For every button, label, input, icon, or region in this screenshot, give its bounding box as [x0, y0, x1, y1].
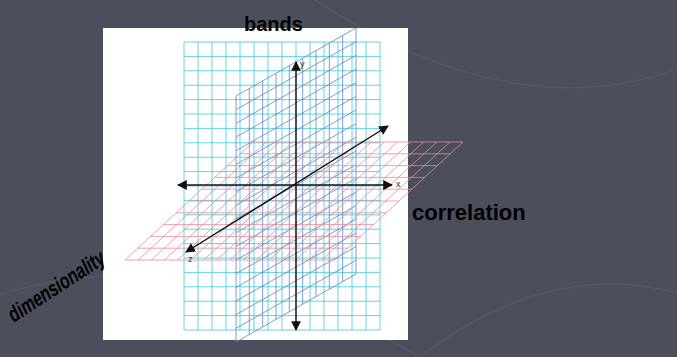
grid-line: [184, 171, 380, 172]
grid-line: [184, 42, 380, 43]
grid-line: [176, 212, 386, 213]
grid-line: [184, 128, 380, 129]
grid-line: [184, 56, 380, 57]
grid-line: [184, 301, 380, 302]
axes: [178, 62, 392, 330]
grid-line: [184, 229, 380, 230]
grid-line: [184, 272, 380, 273]
axis-letter: z: [188, 255, 193, 264]
axis-letter: x: [396, 180, 401, 189]
axis-title: dimensionality: [4, 247, 109, 326]
grid-line: [151, 236, 361, 237]
grid-line: [189, 201, 399, 202]
grid-line: [138, 248, 348, 249]
axis-letter: y: [300, 60, 305, 69]
grid-line: [163, 224, 373, 225]
grid-line: [215, 177, 425, 178]
xy-plane: [184, 42, 380, 330]
grid-line: [184, 243, 380, 244]
grid-line: [184, 330, 380, 331]
grid-line: [227, 165, 437, 166]
grid-line: [253, 142, 463, 143]
grid-line: [184, 157, 380, 158]
grid-line: [202, 189, 412, 190]
axis-title: bands: [244, 14, 303, 34]
axis-title: correlation: [412, 202, 526, 224]
grid-line: [184, 70, 380, 71]
image-panel: [103, 28, 408, 340]
grid-line: [184, 286, 380, 287]
grid-line: [125, 260, 335, 261]
grid-line: [184, 142, 380, 143]
grid-line: [184, 258, 380, 259]
grid-line: [296, 42, 297, 330]
grid-line: [184, 114, 380, 115]
xz-plane: [125, 142, 463, 260]
